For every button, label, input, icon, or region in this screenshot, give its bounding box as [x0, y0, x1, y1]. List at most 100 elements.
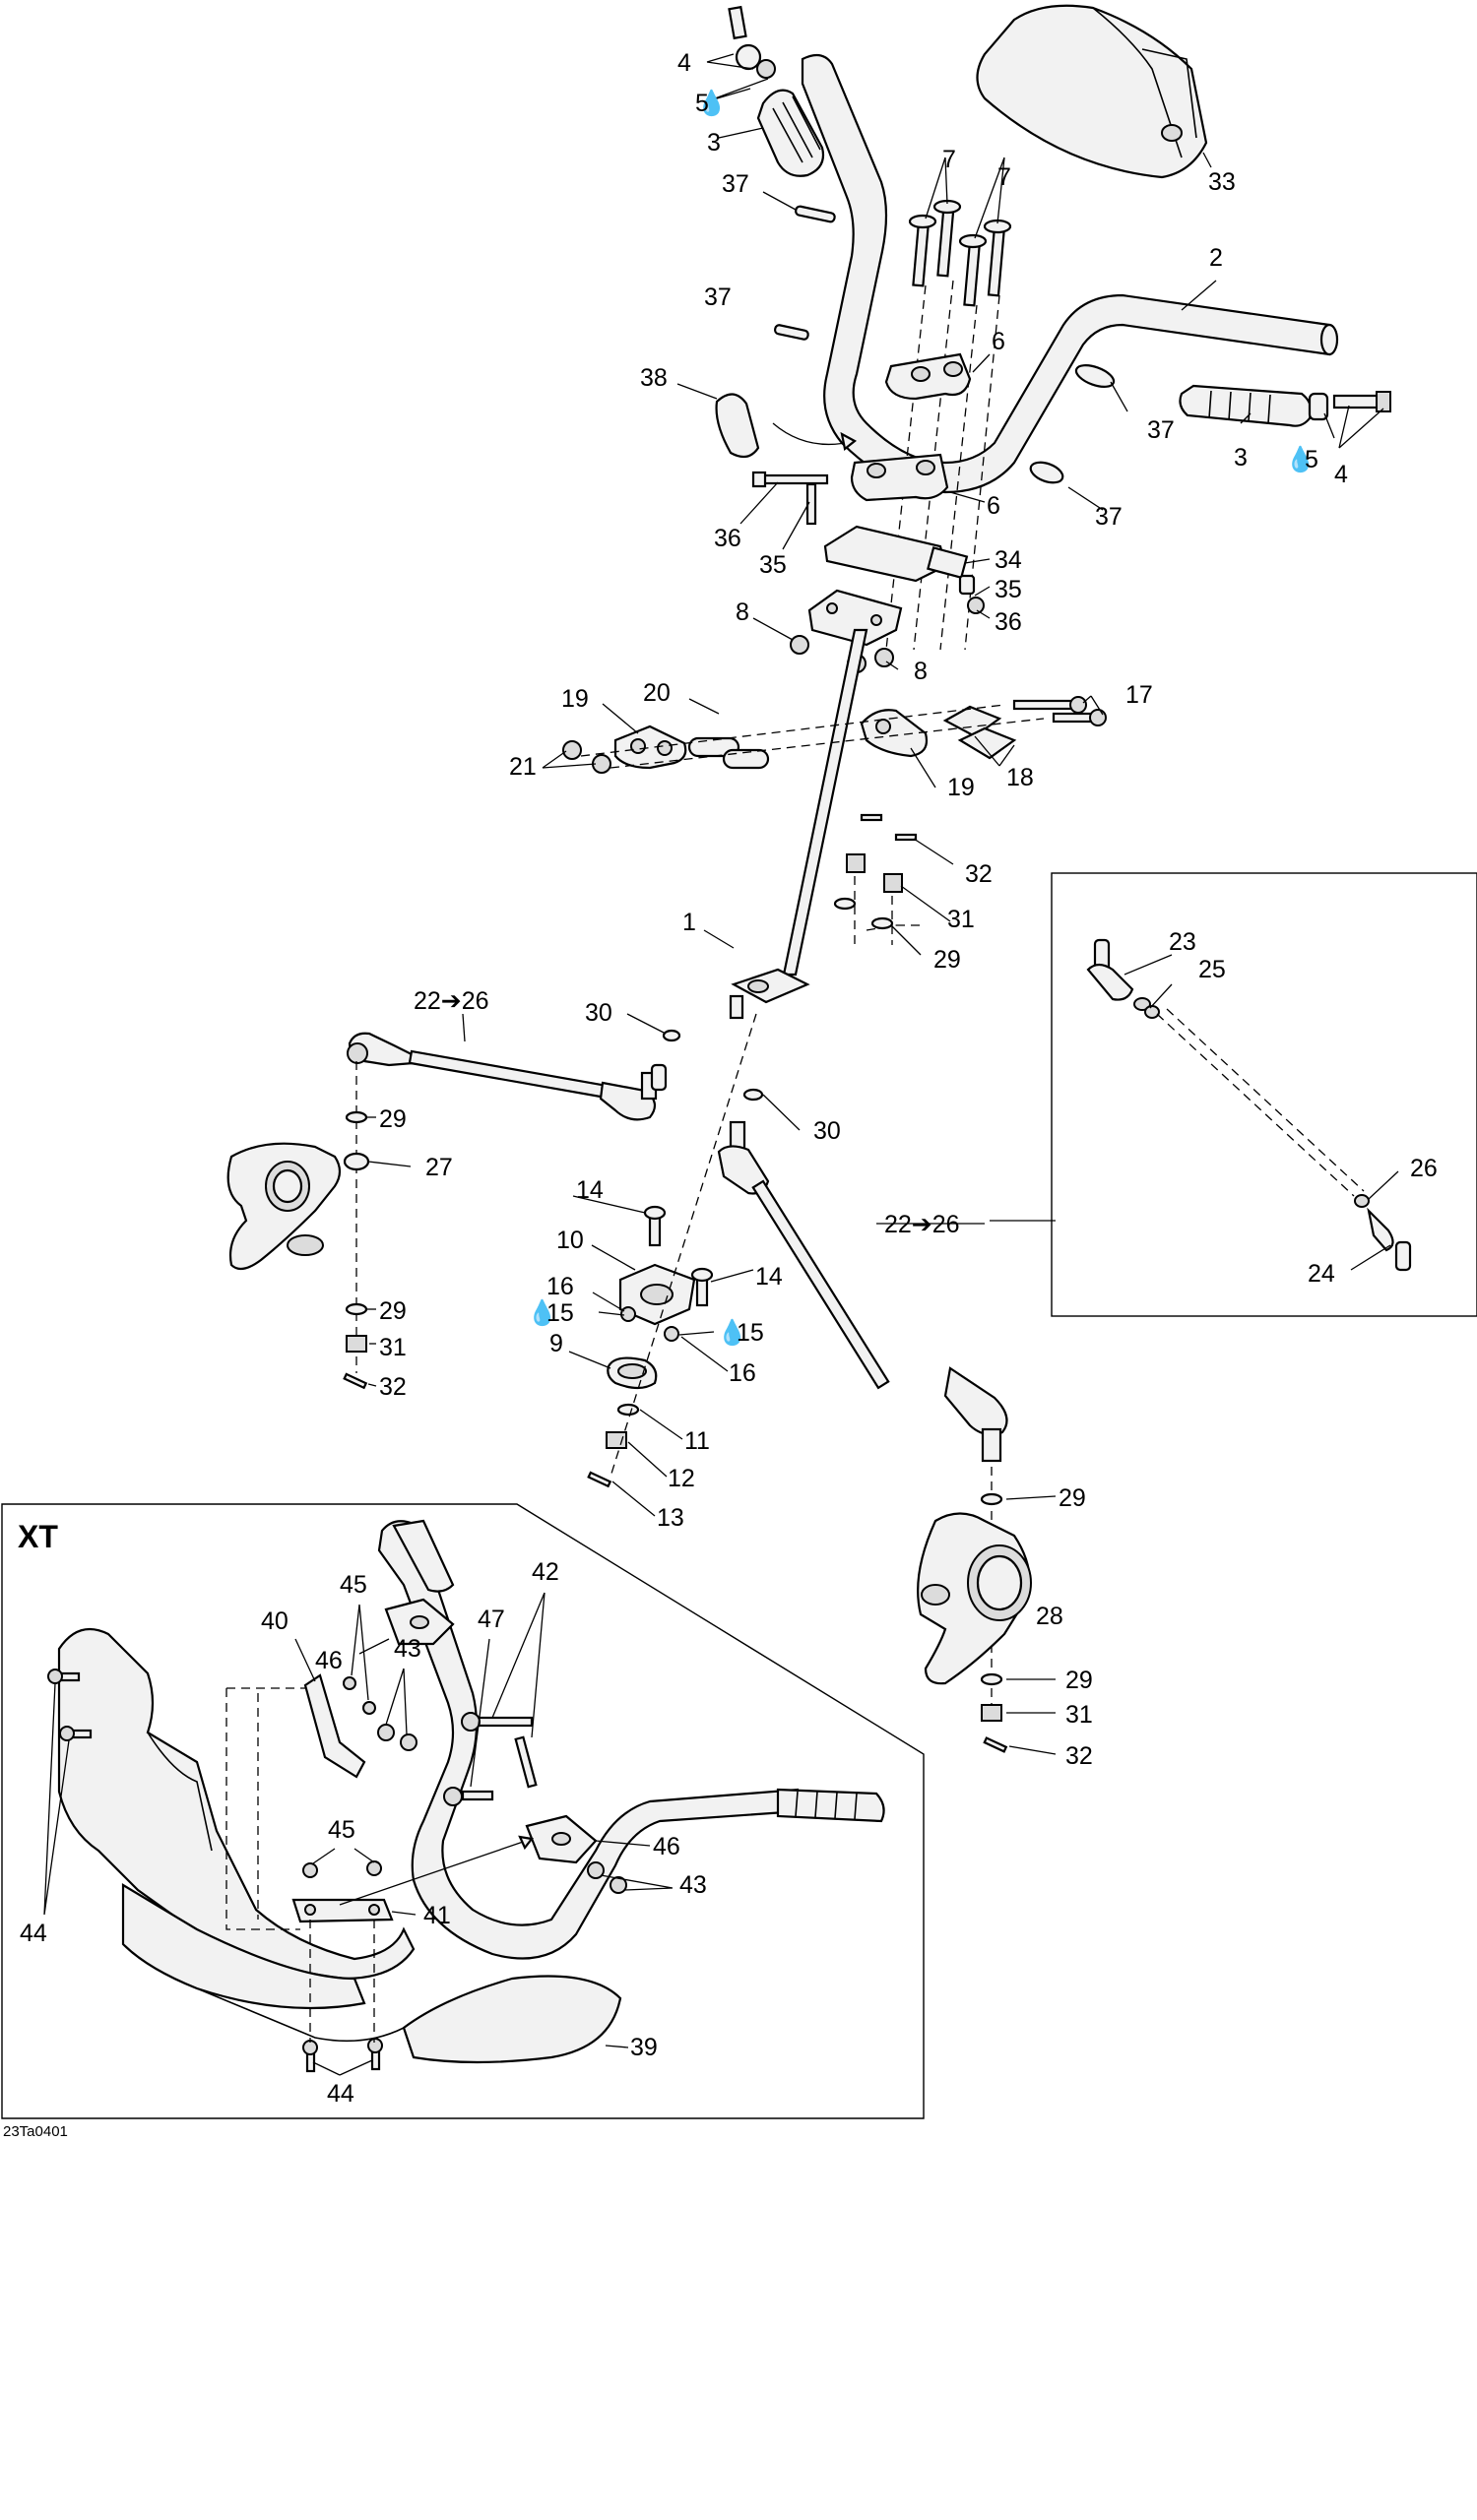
callout-18: 18 — [1006, 764, 1034, 791]
tie-rod-detail — [1086, 938, 1412, 1272]
callout-12: 12 — [668, 1465, 695, 1492]
bracket — [823, 525, 969, 583]
steering-column — [729, 628, 868, 1020]
xt-nut-43b — [400, 1733, 417, 1751]
figure-code: 23Ta0401 — [3, 2123, 68, 2140]
xt-inset-title: XT — [18, 1519, 58, 1554]
pin-32c — [343, 1372, 368, 1390]
xt-inset-box — [1, 1503, 925, 2119]
xt-clamp-46b — [525, 1814, 598, 1864]
callout-4b: 4 — [1334, 461, 1348, 488]
callout-19a: 19 — [561, 685, 589, 713]
callout-20: 20 — [643, 679, 671, 707]
callout-46a: 46 — [315, 1647, 343, 1674]
xt-bolt-47 — [443, 1787, 463, 1806]
tie-rod-end-left — [613, 724, 687, 770]
xt-screw-45b — [362, 1701, 376, 1715]
callout-31b: 31 — [379, 1334, 407, 1361]
spacer-20b — [722, 748, 770, 770]
callout-35a: 35 — [759, 551, 787, 579]
clip-37a — [795, 205, 836, 223]
callout-39: 39 — [630, 2034, 658, 2061]
xt-mount-40 — [303, 1673, 366, 1779]
callout-5a: 5 — [695, 90, 709, 117]
screw-36-lower — [958, 574, 985, 614]
callout-44a: 44 — [20, 1920, 47, 1947]
nut-31a — [846, 853, 866, 873]
callout-labels: 4 💧 5 3 37 7 7 33 2 37 6 38 37 3 💧 5 4 3… — [3, 49, 1438, 2140]
callout-40: 40 — [261, 1607, 289, 1635]
callout-22-26a: 22➔26 — [414, 987, 489, 1015]
callout-29e: 29 — [1065, 1667, 1093, 1694]
callout-32a: 32 — [965, 860, 993, 888]
knuckle-right — [917, 1512, 1032, 1685]
callout-16b: 16 — [729, 1359, 756, 1387]
callout-8a: 8 — [736, 598, 749, 626]
xt-screw-45c — [302, 1862, 318, 1878]
callout-35b: 35 — [995, 576, 1022, 603]
callout-29d: 29 — [1059, 1484, 1086, 1512]
drop-icon-d: 💧 — [717, 1318, 747, 1347]
drop-icon: 💧 — [696, 89, 727, 117]
callout-36b: 36 — [995, 608, 1022, 636]
grip-right — [1179, 384, 1313, 427]
callout-30b: 30 — [813, 1117, 841, 1145]
callout-3b: 3 — [1234, 444, 1248, 472]
callout-5b: 5 — [1305, 446, 1318, 473]
washer-29c — [345, 1110, 368, 1124]
clip-37b — [773, 324, 809, 341]
callout-8b: 8 — [914, 658, 928, 685]
nut-8a — [790, 635, 809, 655]
callout-37d: 37 — [1095, 503, 1123, 531]
callout-32c: 32 — [1065, 1742, 1093, 1770]
pin-32d — [983, 1736, 1008, 1753]
callout-1: 1 — [682, 909, 696, 936]
callout-45a: 45 — [340, 1571, 367, 1599]
callout-28: 28 — [1036, 1603, 1063, 1630]
callout-34: 34 — [995, 546, 1022, 574]
callout-15a: 15 — [546, 1299, 574, 1327]
callout-19b: 19 — [947, 774, 975, 801]
callout-44b: 44 — [327, 2080, 354, 2108]
callout-42: 42 — [532, 1558, 559, 1586]
callout-41: 41 — [423, 1902, 451, 1929]
nut-31c — [346, 1335, 367, 1353]
callout-45b: 45 — [328, 1816, 355, 1844]
callout-3a: 3 — [707, 129, 721, 157]
callout-11: 11 — [684, 1427, 710, 1455]
callout-32b: 32 — [379, 1373, 407, 1401]
bearing-9 — [607, 1356, 658, 1390]
callout-37c: 37 — [1147, 416, 1175, 444]
washer-29e — [980, 1492, 1003, 1506]
washer-11 — [616, 1403, 640, 1417]
pin-32a — [860, 813, 883, 822]
callout-43a: 43 — [394, 1635, 421, 1663]
nut-31d — [981, 1704, 1002, 1722]
nut-16a — [620, 1306, 636, 1322]
xt-nut-43a — [377, 1724, 395, 1741]
callout-36a: 36 — [714, 525, 741, 552]
xt-handguard — [57, 1627, 622, 2064]
nut-21a — [562, 740, 582, 760]
callout-29c: 29 — [379, 1297, 407, 1325]
callout-22-26b: 22➔26 — [884, 1211, 960, 1238]
grip-left — [756, 89, 825, 177]
washer-29f — [980, 1672, 1003, 1686]
washer-29a — [833, 897, 857, 911]
drop-icon-c: 💧 — [527, 1298, 557, 1327]
callout-30a: 30 — [585, 999, 612, 1027]
callout-10: 10 — [556, 1227, 584, 1254]
knuckle-left — [226, 1142, 342, 1271]
bar-end-left — [728, 5, 776, 79]
bar-end-right — [1308, 391, 1391, 421]
nut-31b — [883, 873, 903, 893]
callout-29a: 29 — [933, 946, 961, 974]
callout-37a: 37 — [722, 170, 749, 198]
xt-nut-43d — [610, 1876, 627, 1894]
callout-31c: 31 — [1065, 1701, 1093, 1729]
tie-rod-end-right — [860, 709, 929, 758]
callout-46b: 46 — [653, 1833, 680, 1860]
callout-38: 38 — [640, 364, 668, 392]
